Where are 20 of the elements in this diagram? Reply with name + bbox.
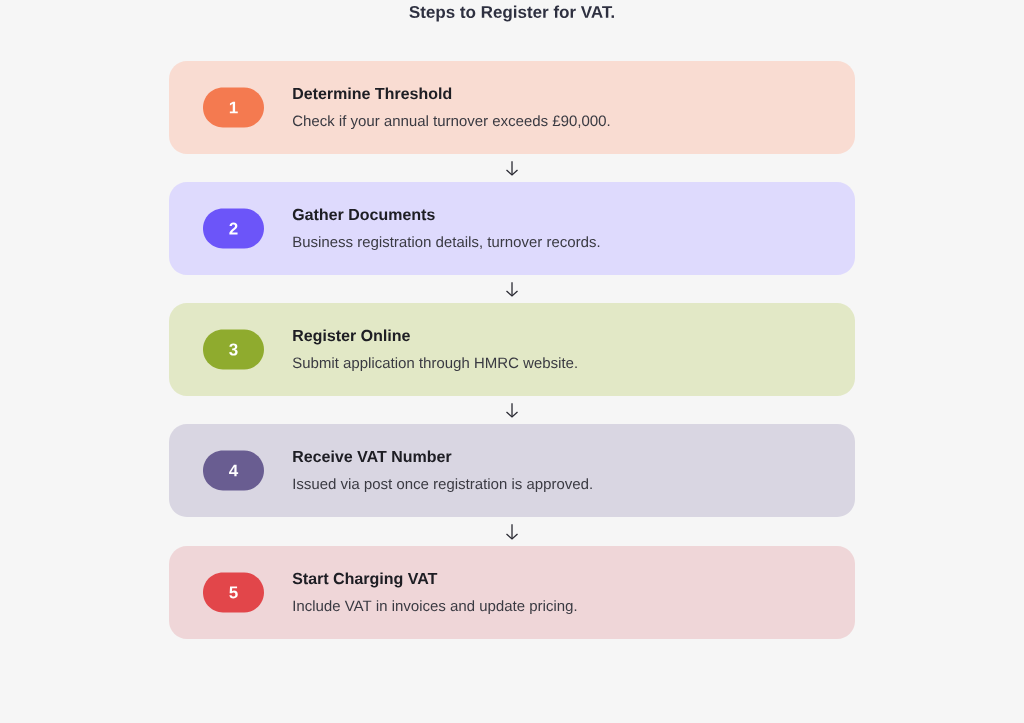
step-number-badge: 4 (203, 450, 264, 491)
step-number-badge: 5 (203, 572, 264, 613)
arrow (505, 402, 519, 418)
step-description: Include VAT in invoices and update pricing. (293, 600, 577, 615)
step-description: Submit application through HMRC website. (292, 357, 577, 372)
step-number-badge: 1 (203, 87, 264, 128)
step-description: Check if your annual turnover exceeds £90,000. (292, 115, 610, 130)
step-heading: Receive VAT Number (293, 450, 452, 463)
step-number-badge: 2 (203, 208, 264, 249)
step-heading: Start Charging VAT (292, 572, 438, 588)
step-description: Business registration details, turnover records. (293, 236, 600, 251)
step-heading: Gather Documents (292, 208, 435, 221)
step-number-badge: 3 (203, 329, 264, 370)
arrow (505, 523, 519, 540)
arrow (505, 281, 519, 297)
arrow (505, 160, 519, 176)
step-heading: Determine Threshold (293, 87, 452, 100)
step-description: Issued via post once registration is approved. (293, 478, 592, 493)
title: Steps to Register for VAT. (409, 5, 614, 22)
step-heading: Register Online (293, 329, 410, 345)
